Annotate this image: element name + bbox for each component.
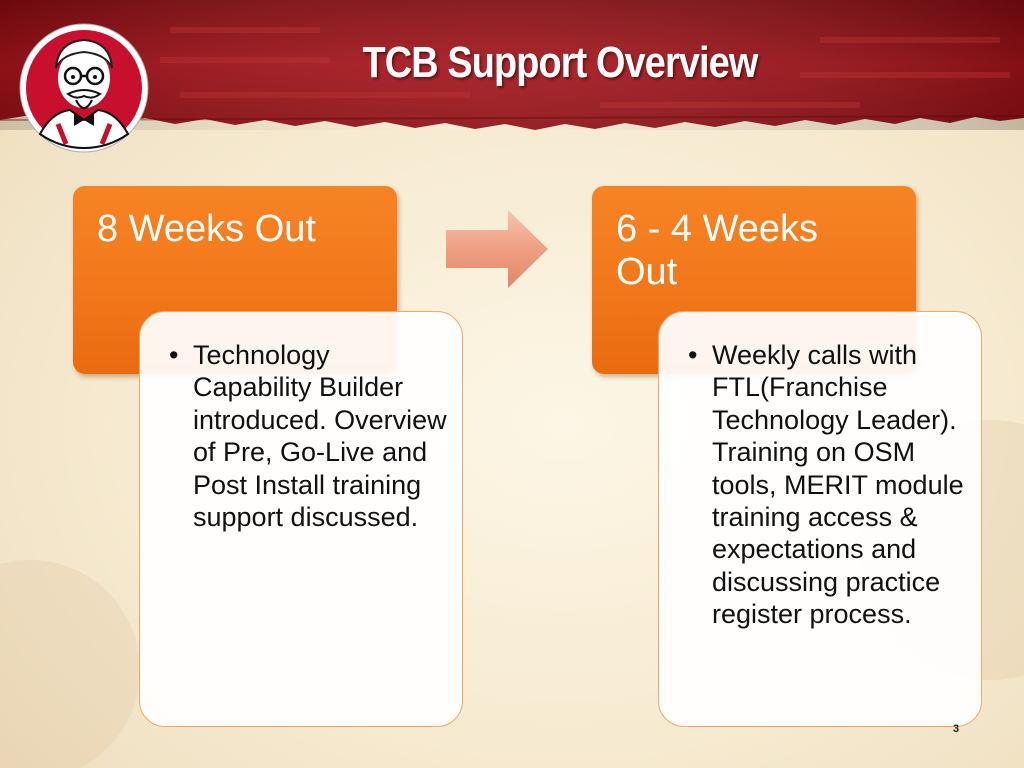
stage-heading: 8 Weeks Out [97,208,316,250]
header-banner: TCB Support Overview [0,0,1024,135]
bullet-list: Weekly calls with FTL(Franchise Technolo… [687,339,969,631]
bullet-item: Weekly calls with FTL(Franchise Technolo… [687,339,969,631]
bullet-list: Technology Capability Builder introduced… [168,339,450,533]
stage-detail-6-4-weeks: Weekly calls with FTL(Franchise Technolo… [658,311,982,727]
stage-heading: 6 - 4 Weeks Out [616,208,819,293]
page-title: TCB Support Overview [362,38,759,87]
stage-detail-8-weeks: Technology Capability Builder introduced… [139,311,463,727]
colonel-logo-icon [18,16,154,161]
banner-graphic [0,0,1024,130]
bullet-item: Technology Capability Builder introduced… [168,339,450,533]
right-arrow-icon [444,208,552,295]
page-number: 3 [953,723,960,735]
